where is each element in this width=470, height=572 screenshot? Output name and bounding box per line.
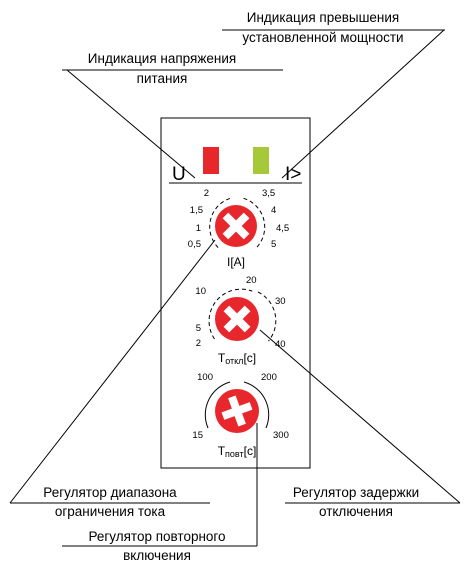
knob-current-tick-2: 2 — [204, 188, 209, 199]
callout-reclose-line1: Регулятор повторного — [88, 529, 225, 544]
knob-current-arc-right — [243, 197, 266, 248]
knob-off-delay-tick-40: 40 — [275, 339, 286, 350]
callout-reclose-line2: включения — [123, 548, 191, 563]
callout-current-range-line2: ограничения тока — [55, 504, 166, 519]
knob-reclose-label: Tповт[c] — [218, 444, 257, 459]
knob-off-delay-label: Tоткл[c] — [218, 351, 256, 366]
knob-reclose-tick-100: 100 — [197, 372, 213, 383]
knob-off-delay-pointer — [223, 305, 251, 333]
knob-off-delay-tick-10: 10 — [195, 286, 206, 297]
knob-current-tick-1-5: 1,5 — [190, 205, 203, 216]
callout-off-delay: Регулятор задержки отключения — [259, 329, 461, 519]
knob-off-delay-arc — [208, 288, 277, 342]
knob-reclose-tick-200: 200 — [261, 372, 277, 383]
callout-voltage-line1: Индикация напряжения — [88, 51, 236, 66]
knob-current-tick-5: 5 — [271, 239, 276, 250]
knob-current-tick-3-5: 3,5 — [262, 188, 275, 199]
callout-off-delay-line1: Регулятор задержки — [293, 485, 419, 500]
indicator-row: U I> — [169, 147, 302, 185]
knob-reclose-arc — [204, 381, 270, 429]
overload-symbol: I> — [285, 164, 301, 185]
knob-off-delay-tick-5: 5 — [196, 323, 201, 334]
knob-reclose-tick-300: 300 — [273, 430, 289, 441]
callout-current-range-line1: Регулятор диапазона — [43, 485, 177, 500]
callout-reclose: Регулятор повторного включения — [62, 423, 258, 563]
knob-current-label: I[A] — [227, 255, 245, 269]
knob-reclose-pointer — [221, 395, 253, 427]
callout-off-delay-line2: отключения — [319, 504, 393, 519]
knob-reclose: 100 15 200 300 Tповт[c] — [192, 372, 288, 459]
callout-voltage-line2: питания — [137, 71, 188, 86]
knob-off-delay-tick-30: 30 — [275, 296, 286, 307]
knob-current-tick-4-5: 4,5 — [276, 223, 289, 234]
callout-voltage: Индикация напряжения питания — [62, 51, 283, 179]
callout-overload: Индикация превышения установленной мощно… — [222, 10, 445, 179]
knob-current-tick-4: 4 — [271, 205, 276, 216]
callout-overload-leader — [281, 29, 445, 179]
callout-voltage-leader — [66, 69, 196, 179]
knob-off-delay: 10 5 2 20 30 40 Tоткл[c] — [195, 275, 285, 366]
knob-current-tick-1: 1 — [196, 223, 201, 234]
overload-led — [253, 147, 269, 174]
device-panel — [160, 117, 311, 469]
callout-overload-line1: Индикация превышения — [247, 10, 399, 25]
callout-off-delay-leader — [259, 329, 461, 504]
knob-current: 2 1,5 1 0,5 3,5 4 4,5 5 I[A] — [188, 188, 289, 269]
knob-off-delay-tick-20: 20 — [246, 275, 257, 286]
callout-current-range: Регулятор диапазона ограничения тока — [9, 239, 216, 519]
knob-current-pointer — [222, 212, 250, 240]
knob-current-tick-0-5: 0,5 — [188, 239, 201, 250]
callout-current-range-leader — [9, 239, 216, 504]
voltage-symbol: U — [172, 164, 186, 185]
voltage-led — [203, 147, 219, 174]
callout-overload-line2: установленной мощности — [242, 30, 403, 45]
knob-reclose-tick-15: 15 — [192, 430, 203, 441]
knob-off-delay-tick-2: 2 — [196, 338, 201, 349]
